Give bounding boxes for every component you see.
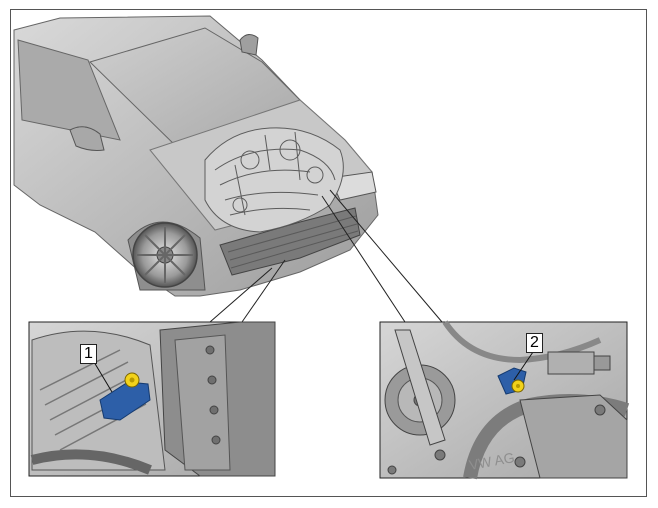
antenna [239, 34, 259, 56]
detail-view-left [28, 321, 276, 477]
side-windows [17, 39, 121, 141]
engine-xray [204, 127, 344, 233]
callout-1-label: 1 [84, 345, 93, 362]
pointer-lines [209, 189, 443, 323]
callout-1: 1 [80, 344, 97, 364]
side-mirror [69, 126, 105, 151]
callout-1-leader [93, 361, 113, 393]
callout-2-leader [513, 351, 534, 381]
callout-2: 2 [526, 333, 543, 353]
detail-view-right [379, 320, 630, 480]
engraving-text: VW AG [468, 449, 516, 473]
callout-2-label: 2 [530, 334, 539, 351]
vehicle [13, 15, 379, 297]
